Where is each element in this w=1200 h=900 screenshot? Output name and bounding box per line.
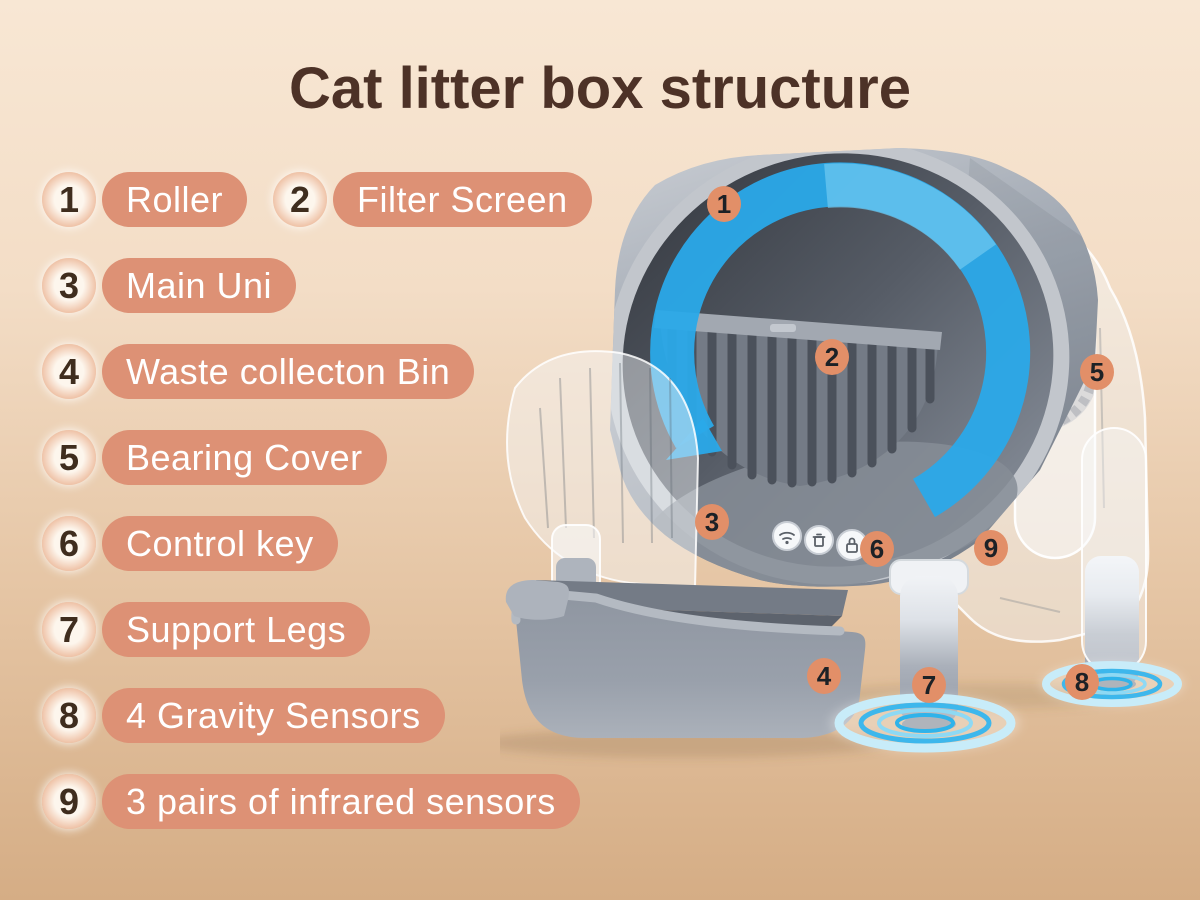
legend-number-badge: 2: [273, 172, 328, 227]
legend-number: 1: [58, 178, 80, 220]
diagram-marker-7: 7: [912, 667, 946, 703]
litter-box-illustration: 1 2 3 4 5 6 7 8 9: [500, 128, 1200, 768]
legend-label: 3 pairs of infrared sensors: [102, 774, 580, 829]
marker-number: 8: [1074, 666, 1090, 697]
marker-number: 4: [816, 660, 832, 691]
legend-row: 8 4 Gravity Sensors: [42, 688, 618, 743]
gravity-sensor-ripple-rear: [1040, 661, 1184, 707]
legend-number: 7: [58, 608, 80, 650]
legend-number: 8: [58, 694, 80, 736]
legend-item: 3 Main Uni: [42, 258, 297, 313]
legend-label: Control key: [102, 516, 338, 571]
legend-item: 5 Bearing Cover: [42, 430, 387, 485]
legend-number: 2: [290, 178, 311, 220]
legend-label: Bearing Cover: [102, 430, 387, 485]
legend-number-badge: 9: [42, 774, 96, 829]
legend-item: 2 Filter Screen: [273, 172, 592, 227]
legend-number: 6: [58, 522, 80, 564]
legend-item: 8 4 Gravity Sensors: [42, 688, 445, 743]
marker-number: 2: [824, 341, 840, 372]
legend-number: 5: [58, 436, 80, 478]
legend-number-badge: 1: [42, 172, 96, 227]
marker-number: 9: [983, 532, 999, 563]
marker-number: 1: [716, 188, 732, 219]
legend-row: 6 Control key: [42, 516, 618, 571]
marker-number: 7: [921, 669, 937, 700]
legend-number: 4: [58, 350, 80, 392]
parts-legend: 1 Roller 2 Filter Screen 3 Main Uni 4 Wa…: [42, 172, 618, 860]
diagram-marker-3: 3: [695, 504, 729, 540]
legend-label: 4 Gravity Sensors: [102, 688, 445, 743]
legend-item: 4 Waste collecton Bin: [42, 344, 475, 399]
legend-number-badge: 3: [42, 258, 96, 313]
lock-icon: [846, 537, 858, 553]
legend-number-badge: 7: [42, 602, 96, 657]
page-title: Cat litter box structure: [289, 55, 911, 121]
legend-number: 9: [58, 780, 80, 822]
legend-number-badge: 8: [42, 688, 96, 743]
diagram-marker-5: 5: [1080, 354, 1114, 390]
legend-label: Waste collecton Bin: [102, 344, 475, 399]
marker-number: 5: [1089, 356, 1105, 387]
legend-item: 1 Roller: [42, 172, 248, 227]
diagram-marker-1: 1: [707, 186, 741, 222]
marker-number: 6: [869, 533, 885, 564]
legend-number-badge: 6: [42, 516, 96, 571]
legend-number: 3: [58, 264, 80, 306]
legend-label: Main Uni: [102, 258, 297, 313]
legend-row: 7 Support Legs: [42, 602, 618, 657]
legend-item: 7 Support Legs: [42, 602, 371, 657]
legend-row: 4 Waste collecton Bin: [42, 344, 618, 399]
filter-screen: [654, 310, 942, 488]
legend-number-badge: 5: [42, 430, 96, 485]
legend-label: Support Legs: [102, 602, 371, 657]
legend-row: 9 3 pairs of infrared sensors: [42, 774, 618, 829]
legend-row: 1 Roller 2 Filter Screen: [42, 172, 618, 227]
diagram-marker-6: 6: [860, 531, 894, 567]
transparent-front-shell: [506, 350, 700, 596]
legend-label: Filter Screen: [333, 172, 592, 227]
legend-row: 3 Main Uni: [42, 258, 618, 313]
support-leg-rear: [1081, 427, 1147, 691]
marker-number: 3: [704, 506, 720, 537]
waste-collection-bin: [505, 580, 866, 738]
diagram-marker-4: 4: [807, 658, 841, 694]
trash-icon: [812, 533, 826, 547]
wifi-icon: [779, 531, 795, 545]
diagram-marker-9: 9: [974, 530, 1008, 566]
legend-item: 9 3 pairs of infrared sensors: [42, 774, 580, 829]
diagram-marker-8: 8: [1065, 664, 1099, 700]
legend-number-badge: 4: [42, 344, 96, 399]
legend-row: 5 Bearing Cover: [42, 430, 618, 485]
diagram-marker-2: 2: [815, 339, 849, 375]
legend-item: 6 Control key: [42, 516, 338, 571]
legend-label: Roller: [102, 172, 248, 227]
rotation-roller-arrow-icon: [650, 162, 1031, 518]
